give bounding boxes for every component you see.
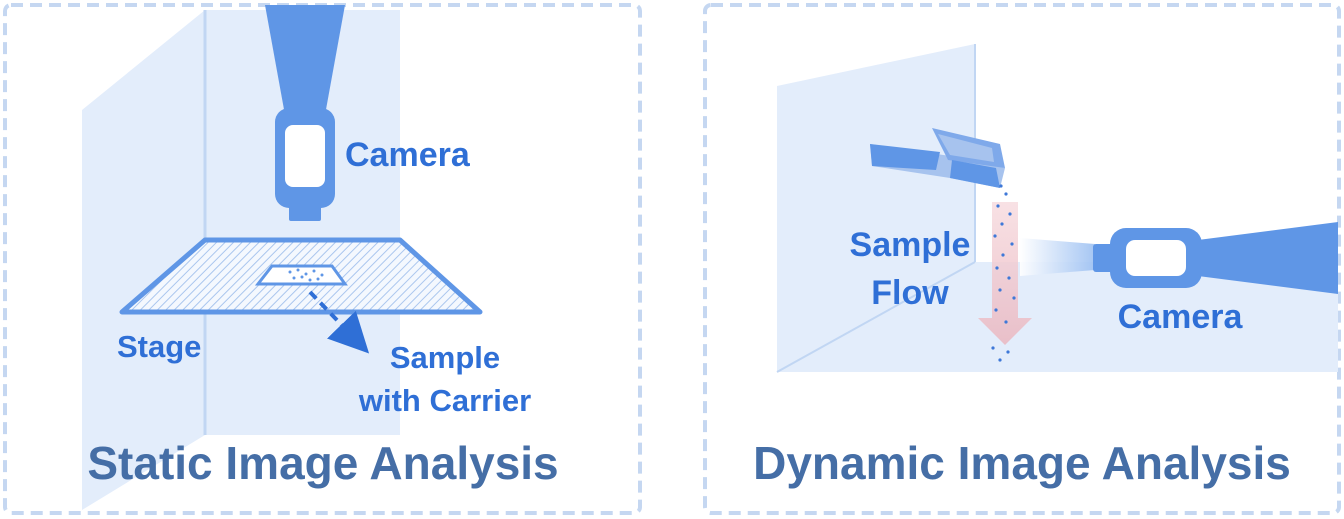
- static-title: Static Image Analysis: [87, 437, 558, 489]
- sample-particles: [288, 268, 324, 282]
- flow-label-line1: Sample: [850, 226, 971, 264]
- stage-label: Stage: [117, 329, 201, 364]
- flow-label-line2: Flow: [871, 274, 949, 312]
- microscope-camera-icon: [265, 5, 345, 221]
- dynamic-title: Dynamic Image Analysis: [753, 437, 1291, 489]
- dynamic-camera-label: Camera: [1118, 298, 1244, 336]
- static-panel: Camera Stage Sample with Carrier Static …: [3, 3, 642, 515]
- flow-particles: [991, 184, 1016, 362]
- sample-pointer-arrow: [308, 290, 370, 354]
- static-camera-label: Camera: [345, 136, 471, 174]
- background-corner: [776, 44, 1338, 373]
- sample-flow-arrow: [978, 202, 1032, 345]
- sample-label-line1: Sample: [390, 340, 500, 375]
- dynamic-panel: Sample Flow Camera Dynamic Image Analysi…: [703, 3, 1341, 515]
- dynamic-panel-border: [703, 3, 1341, 515]
- sample-label-line2: with Carrier: [358, 383, 531, 418]
- dynamic-camera-icon: [1020, 222, 1338, 294]
- sample-carrier: [254, 264, 348, 286]
- stage: [119, 237, 483, 315]
- sample-feeder-chute-icon: [870, 128, 1005, 188]
